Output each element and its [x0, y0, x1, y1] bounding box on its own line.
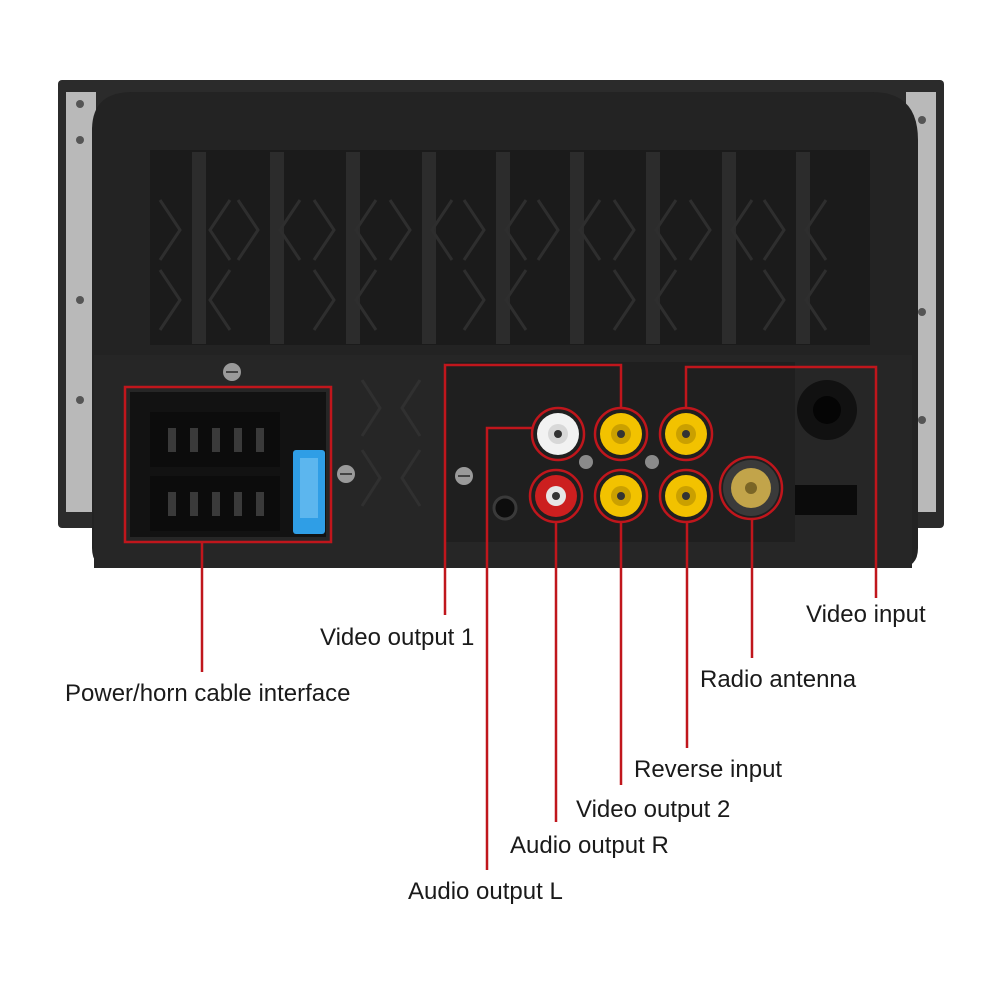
- label-audio-output-r: Audio output R: [510, 832, 669, 859]
- label-audio-output-l: Audio output L: [408, 878, 563, 905]
- power-horn-connector: [130, 392, 326, 537]
- rca-red-bottom: [535, 475, 577, 517]
- screws: [223, 363, 659, 485]
- bracket-holes: [76, 100, 926, 424]
- rca-white-top: [537, 413, 579, 455]
- panel-chevrons: [360, 379, 422, 507]
- label-power-horn: Power/horn cable interface: [65, 680, 351, 707]
- rca-yellow-bottom-1: [600, 475, 642, 517]
- mini-jack: [492, 495, 518, 521]
- rca-yellow-top-1: [600, 413, 642, 455]
- leader-video-output-1: [443, 363, 623, 615]
- label-radio-antenna: Radio antenna: [700, 666, 857, 693]
- heat-sink-ribs: [150, 150, 870, 345]
- leader-video-input: [684, 365, 878, 598]
- callout-lines: [200, 363, 878, 870]
- label-video-output-1: Video output 1: [320, 624, 475, 651]
- label-video-output-2: Video output 2: [576, 796, 731, 823]
- round-port: [797, 380, 857, 440]
- rca-yellow-bottom-2: [665, 475, 707, 517]
- label-reverse-input: Reverse input: [634, 756, 783, 783]
- label-video-input: Video input: [806, 601, 926, 628]
- antenna-socket: [723, 460, 779, 516]
- rca-yellow-top-2: [665, 413, 707, 455]
- usb-port: [795, 485, 857, 515]
- leader-audio-output-l: [485, 426, 532, 870]
